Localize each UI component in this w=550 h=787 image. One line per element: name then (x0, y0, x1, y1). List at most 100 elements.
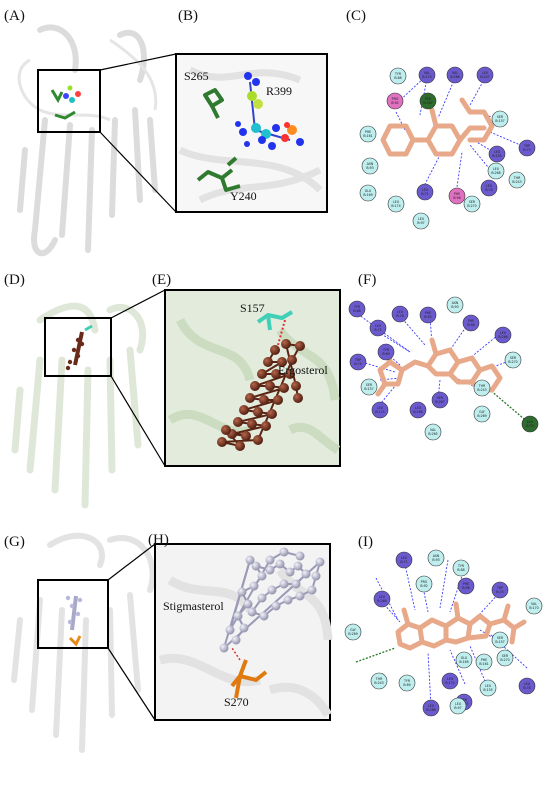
atom (291, 579, 301, 589)
residue-node-label: B:92 (424, 315, 431, 319)
residue-node-label: B:71 (421, 192, 428, 196)
residue-node-label: B:92 (420, 584, 427, 588)
atom (295, 341, 305, 351)
residue-node-label: B:157 (495, 640, 504, 644)
atom (233, 417, 243, 427)
residue-node-label: SER (461, 698, 468, 702)
residue-node-label: B:155 (483, 688, 492, 692)
residue-node-label: ASN (367, 162, 374, 166)
atom (257, 571, 267, 581)
zoom-connector (99, 53, 177, 71)
residue-node-label: B:96 (467, 323, 474, 327)
protein-structure-g (11, 532, 156, 753)
atom (233, 611, 243, 621)
residue-node-label: B:269 (348, 632, 357, 636)
residue-node-label: LEU (375, 324, 382, 328)
residue-node-label: SER (366, 383, 373, 387)
atom (253, 407, 263, 417)
residue-node-label: LEU (393, 200, 400, 204)
atom (250, 381, 260, 391)
atom (285, 567, 295, 577)
residue-node-label: B:174 (391, 204, 400, 208)
atom (247, 607, 257, 617)
residue-node-label: B:93 (451, 305, 458, 309)
atom (265, 381, 275, 391)
interaction-diagram-c: TYRB:88VALB:170VALB:266LEUB:247PROB:92SE… (359, 66, 536, 230)
residue-node-label: TRP (523, 144, 530, 148)
residue-node-label: LEU (418, 217, 425, 221)
residue-node-label: LEU (482, 71, 489, 75)
residue-node-label: B:93 (432, 558, 439, 562)
residue-node-label: B:78 (526, 424, 533, 428)
atom (279, 547, 289, 557)
zoom-panel-e: S157 Ergosterol (164, 289, 341, 467)
residue-node-label: LEU (524, 682, 531, 686)
residue-node-label: B:75 (523, 148, 530, 152)
interaction-diagram-i: LEUB:71PROB:92ASNB:93TYRB:88PHEB:96LEUB:… (344, 549, 543, 717)
atom (245, 393, 255, 403)
atom (293, 393, 303, 403)
panel-label-b: (B) (178, 8, 198, 24)
atom (283, 595, 293, 605)
atom (251, 561, 261, 571)
residue-node-label: PHE (468, 319, 474, 323)
ligand-label-ergosterol: Ergosterol (278, 363, 328, 377)
residue-node-label: B:268 (491, 171, 500, 175)
zoom-box-g (37, 579, 109, 649)
ligand-thumbnail-d (65, 324, 93, 371)
residue-node-label: THR (513, 176, 521, 180)
residue-node-label: B:155 (492, 154, 501, 158)
residue-node-label: B:97 (454, 706, 461, 710)
residue-node-label: GLY (479, 410, 485, 414)
residue-node-label: B:270 (467, 204, 476, 208)
atom (281, 339, 291, 349)
residue-node-label: B:169 (459, 660, 468, 664)
residue-node-label: B:92 (391, 101, 398, 105)
atom (239, 623, 249, 633)
residue-node-label: SER (497, 115, 504, 119)
residue-node-label: VAL (531, 602, 537, 606)
residue-node-label: GLU (365, 189, 372, 193)
residue-node-label: SER (469, 200, 476, 204)
residue-node-label: B:161 (479, 662, 488, 666)
ligand-thumbnail-a (50, 85, 81, 120)
residue-node-label: LEU (486, 184, 493, 188)
atom (261, 421, 271, 431)
residue-node-label: B:75 (354, 362, 361, 366)
residue-node-label: VAL (452, 71, 458, 75)
residue-node-label: VAL (424, 71, 430, 75)
zoom-connector (107, 543, 156, 581)
protein-structure-d (11, 302, 147, 509)
atom (231, 635, 241, 645)
residue-node-label: B:88 (394, 76, 401, 80)
residue-node-label: B:268 (413, 410, 422, 414)
atom (285, 369, 295, 379)
residue-node-label: LEU (377, 406, 384, 410)
residue-node-label: B:69 (382, 352, 389, 356)
zoom-connector (107, 647, 156, 721)
residue-node-label: B:266 (450, 75, 459, 79)
residue-node-label: B:267 (435, 400, 444, 404)
atom (257, 369, 267, 379)
residue-node-label: PHE (463, 582, 469, 586)
